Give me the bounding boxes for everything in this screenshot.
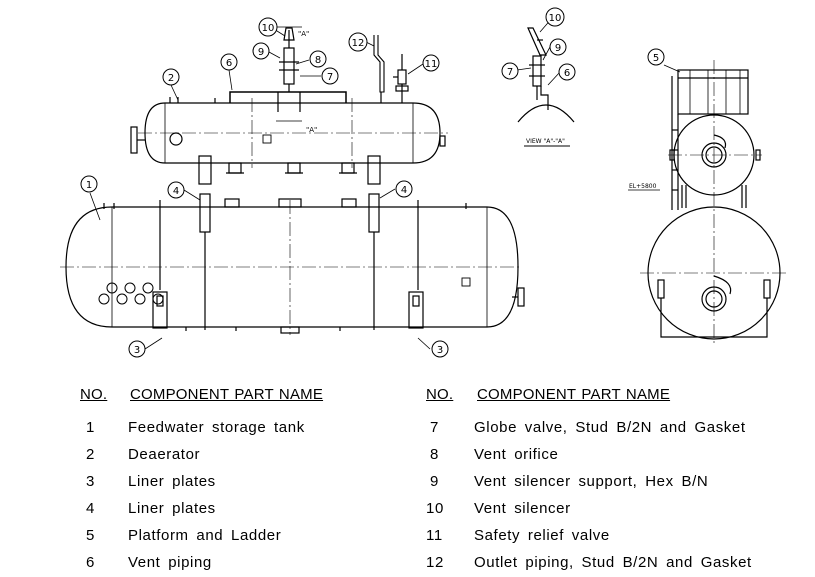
callout-6: 6 [220, 53, 238, 71]
svg-text:12: 12 [352, 38, 365, 49]
legend-name: Platform and Ladder [128, 527, 282, 544]
legend-no: 10 [426, 500, 444, 517]
legend-name: Feedwater storage tank [128, 419, 305, 436]
legend-no: 4 [86, 500, 95, 517]
equipment-drawing: 1 2 3 3 4 4 5 6 7 8 9 10 11 12 10 9 7 6 … [60, 7, 788, 358]
svg-text:9: 9 [555, 43, 561, 54]
svg-text:11: 11 [425, 59, 438, 70]
callout-3-left: 3 [128, 340, 146, 358]
feedwater-tank-outline [60, 155, 525, 335]
legend-no: 11 [426, 527, 443, 544]
legend-header-name-right: COMPONENT PART NAME [477, 386, 671, 403]
callout-9: 9 [252, 42, 270, 60]
callout-4-left: 4 [167, 181, 185, 199]
legend-no: 5 [86, 527, 95, 544]
legend-name: Outlet piping, Stud B/2N and Gasket [474, 554, 752, 571]
legend-name: Safety relief valve [474, 527, 610, 544]
legend-no: 3 [86, 473, 95, 490]
legend-name: Vent silencer [474, 500, 571, 517]
svg-text:1: 1 [86, 180, 92, 191]
callout-leaders [89, 16, 681, 350]
legend-name: Liner plates [128, 500, 216, 517]
callout-1: 1 [80, 175, 98, 193]
callout-5: 5 [647, 48, 665, 66]
legend-name: Vent piping [128, 554, 212, 571]
svg-text:4: 4 [173, 186, 179, 197]
legend-name: Vent silencer support, Hex B/N [474, 473, 709, 490]
deaerator-outline [130, 26, 448, 174]
callout-7: 7 [321, 67, 339, 85]
callout-10: 10 [258, 17, 278, 37]
svg-text:8: 8 [315, 55, 321, 66]
svg-text:6: 6 [564, 68, 570, 79]
legend-name: Globe valve, Stud B/2N and Gasket [474, 419, 746, 436]
legend-name: Deaerator [128, 446, 201, 463]
svg-text:4: 4 [401, 185, 407, 196]
callout-10-view: 10 [545, 7, 565, 27]
svg-text:9: 9 [258, 47, 264, 58]
elevation-label: EL+5800 [629, 183, 657, 190]
svg-text:7: 7 [507, 67, 513, 78]
callout-9-view: 9 [549, 38, 567, 56]
callout-8: 8 [309, 50, 327, 68]
callout-6-view: 6 [558, 63, 576, 81]
legend-header-no-left: NO. [80, 386, 108, 403]
svg-text:5: 5 [653, 53, 659, 64]
svg-text:3: 3 [437, 345, 443, 356]
section-mark-top: "A" [298, 30, 309, 38]
callouts: 1 2 3 3 4 4 5 6 7 8 9 10 11 12 10 9 7 6 [80, 7, 665, 358]
legend-no: 9 [430, 473, 439, 490]
callout-4-right: 4 [395, 180, 413, 198]
section-mark-bottom: "A" [306, 126, 317, 134]
legend-no: 1 [86, 419, 95, 436]
legend-no: 12 [426, 554, 444, 571]
callout-12: 12 [348, 32, 368, 52]
callout-2: 2 [162, 68, 180, 86]
svg-text:3: 3 [134, 345, 140, 356]
svg-text:2: 2 [168, 73, 174, 84]
svg-text:10: 10 [549, 13, 562, 24]
side-view [628, 60, 788, 345]
callout-11: 11 [422, 54, 440, 72]
svg-text:10: 10 [262, 23, 275, 34]
svg-text:7: 7 [327, 72, 333, 83]
legend-name: Liner plates [128, 473, 216, 490]
legend-no: 7 [430, 419, 439, 436]
legend-no: 2 [86, 446, 95, 463]
legend-header-name-left: COMPONENT PART NAME [130, 386, 324, 403]
legend-no: 8 [430, 446, 439, 463]
callout-7-view: 7 [501, 62, 519, 80]
legend-header-no-right: NO. [426, 386, 454, 403]
view-label: VIEW "A"-"A" [526, 138, 565, 145]
legend-no: 6 [86, 554, 95, 571]
legend-name: Vent orifice [474, 446, 559, 463]
callout-3-right: 3 [431, 340, 449, 358]
svg-text:6: 6 [226, 58, 232, 69]
view-a-a-detail [517, 27, 575, 147]
